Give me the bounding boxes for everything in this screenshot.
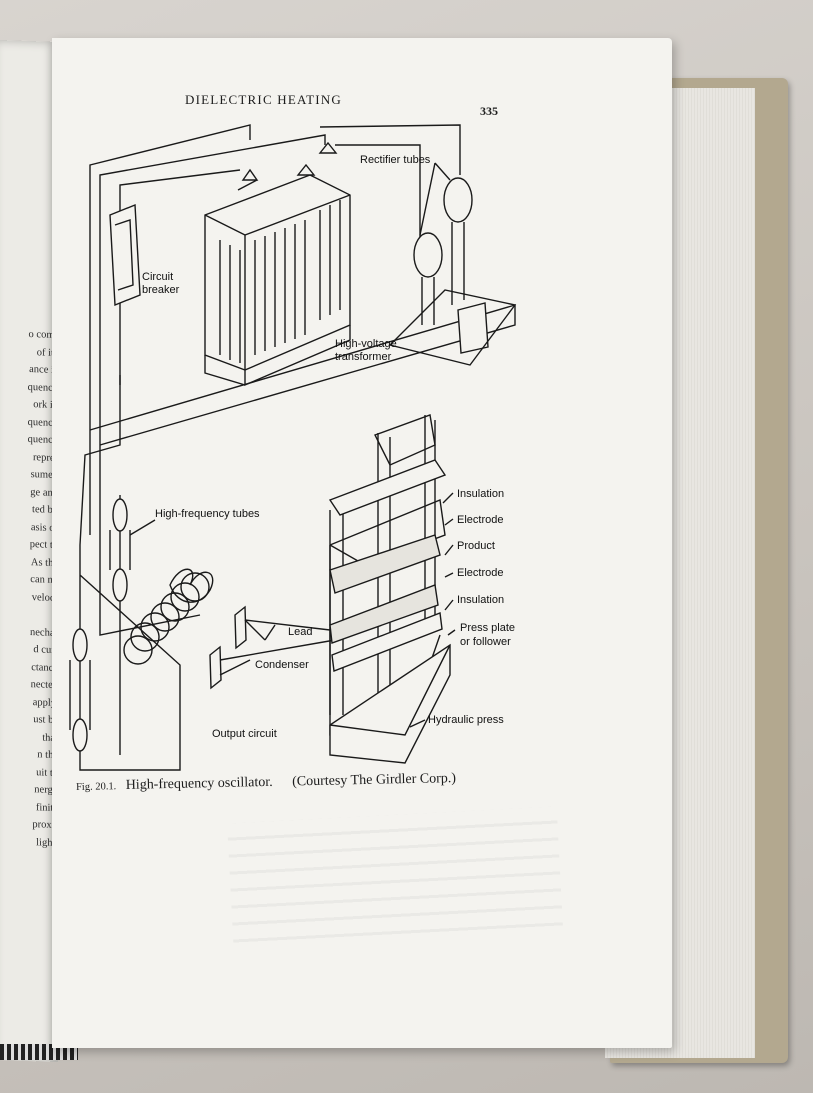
- left-line: proxi-: [32, 819, 58, 832]
- left-line: [6, 605, 58, 624]
- left-line: ork in: [33, 399, 58, 412]
- label-lead: Lead: [288, 626, 312, 638]
- left-line: light.: [36, 836, 58, 849]
- label-rectifier-tubes: Rectifier tubes: [360, 154, 431, 166]
- left-line: veloc-: [31, 591, 58, 604]
- left-line: apply.: [32, 696, 58, 709]
- label-or-follower: or follower: [460, 636, 511, 648]
- left-line: n the: [37, 749, 58, 762]
- label-insulation-top: Insulation: [457, 488, 504, 500]
- left-line: uit to: [36, 766, 58, 779]
- label-electrode-top: Electrode: [457, 514, 503, 526]
- bleed-through-text: [227, 806, 563, 944]
- label-high-voltage: High-voltage: [335, 338, 397, 350]
- label-product: Product: [457, 540, 495, 552]
- label-circuit: Circuit: [142, 271, 173, 283]
- left-line: ance is: [29, 364, 58, 377]
- left-line: quency: [27, 433, 58, 447]
- left-page-text: o com- of its ance is quency ork in quen…: [6, 325, 58, 852]
- label-transformer: transformer: [335, 351, 392, 363]
- label-output-circuit: Output circuit: [212, 728, 277, 740]
- figure-credit: (Courtesy The Girdler Corp.): [292, 771, 457, 790]
- figure-drawing: [69, 124, 517, 771]
- left-line: of its: [36, 346, 58, 359]
- left-line: sumed: [30, 469, 58, 482]
- left-line: finite: [35, 801, 58, 814]
- figure-title: High-frequency oscillator.: [125, 774, 273, 793]
- left-line: can no: [30, 574, 58, 587]
- oscillator-figure: Rectifier tubes Circuit breaker High-vol…: [69, 124, 517, 771]
- left-line: ctance: [31, 661, 58, 674]
- label-breaker: breaker: [142, 284, 180, 296]
- figure-number: Fig. 20.1.: [75, 781, 117, 793]
- left-line: pect to: [29, 539, 58, 552]
- left-line: o com-: [28, 328, 58, 342]
- left-line: repre-: [32, 451, 58, 464]
- label-hydraulic-press: Hydraulic press: [428, 714, 504, 726]
- left-line: quency: [27, 416, 58, 429]
- left-line: ted by: [32, 504, 58, 517]
- left-line: As the: [30, 556, 58, 569]
- label-insulation-bottom: Insulation: [457, 594, 504, 606]
- label-press-plate: Press plate: [460, 622, 515, 634]
- left-line: nected: [30, 679, 58, 692]
- left-line: d cur-: [33, 644, 58, 657]
- label-high-frequency-tubes: High-frequency tubes: [155, 508, 260, 520]
- left-line: ge and: [30, 486, 58, 499]
- left-line: quency: [27, 381, 58, 394]
- binding-spiral: [0, 1044, 78, 1060]
- page-number: 335: [480, 104, 498, 118]
- left-line: nergy: [34, 784, 58, 797]
- left-line: ust be: [33, 714, 58, 727]
- left-line: necha-: [30, 626, 58, 639]
- label-electrode-bottom: Electrode: [457, 567, 503, 579]
- running-header: DIELECTRIC HEATING: [185, 92, 342, 107]
- left-line: that: [42, 731, 58, 744]
- left-line: asis of: [30, 521, 58, 534]
- label-condenser: Condenser: [255, 659, 309, 671]
- left-page: o com- of its ance is quency ork in quen…: [0, 40, 58, 1063]
